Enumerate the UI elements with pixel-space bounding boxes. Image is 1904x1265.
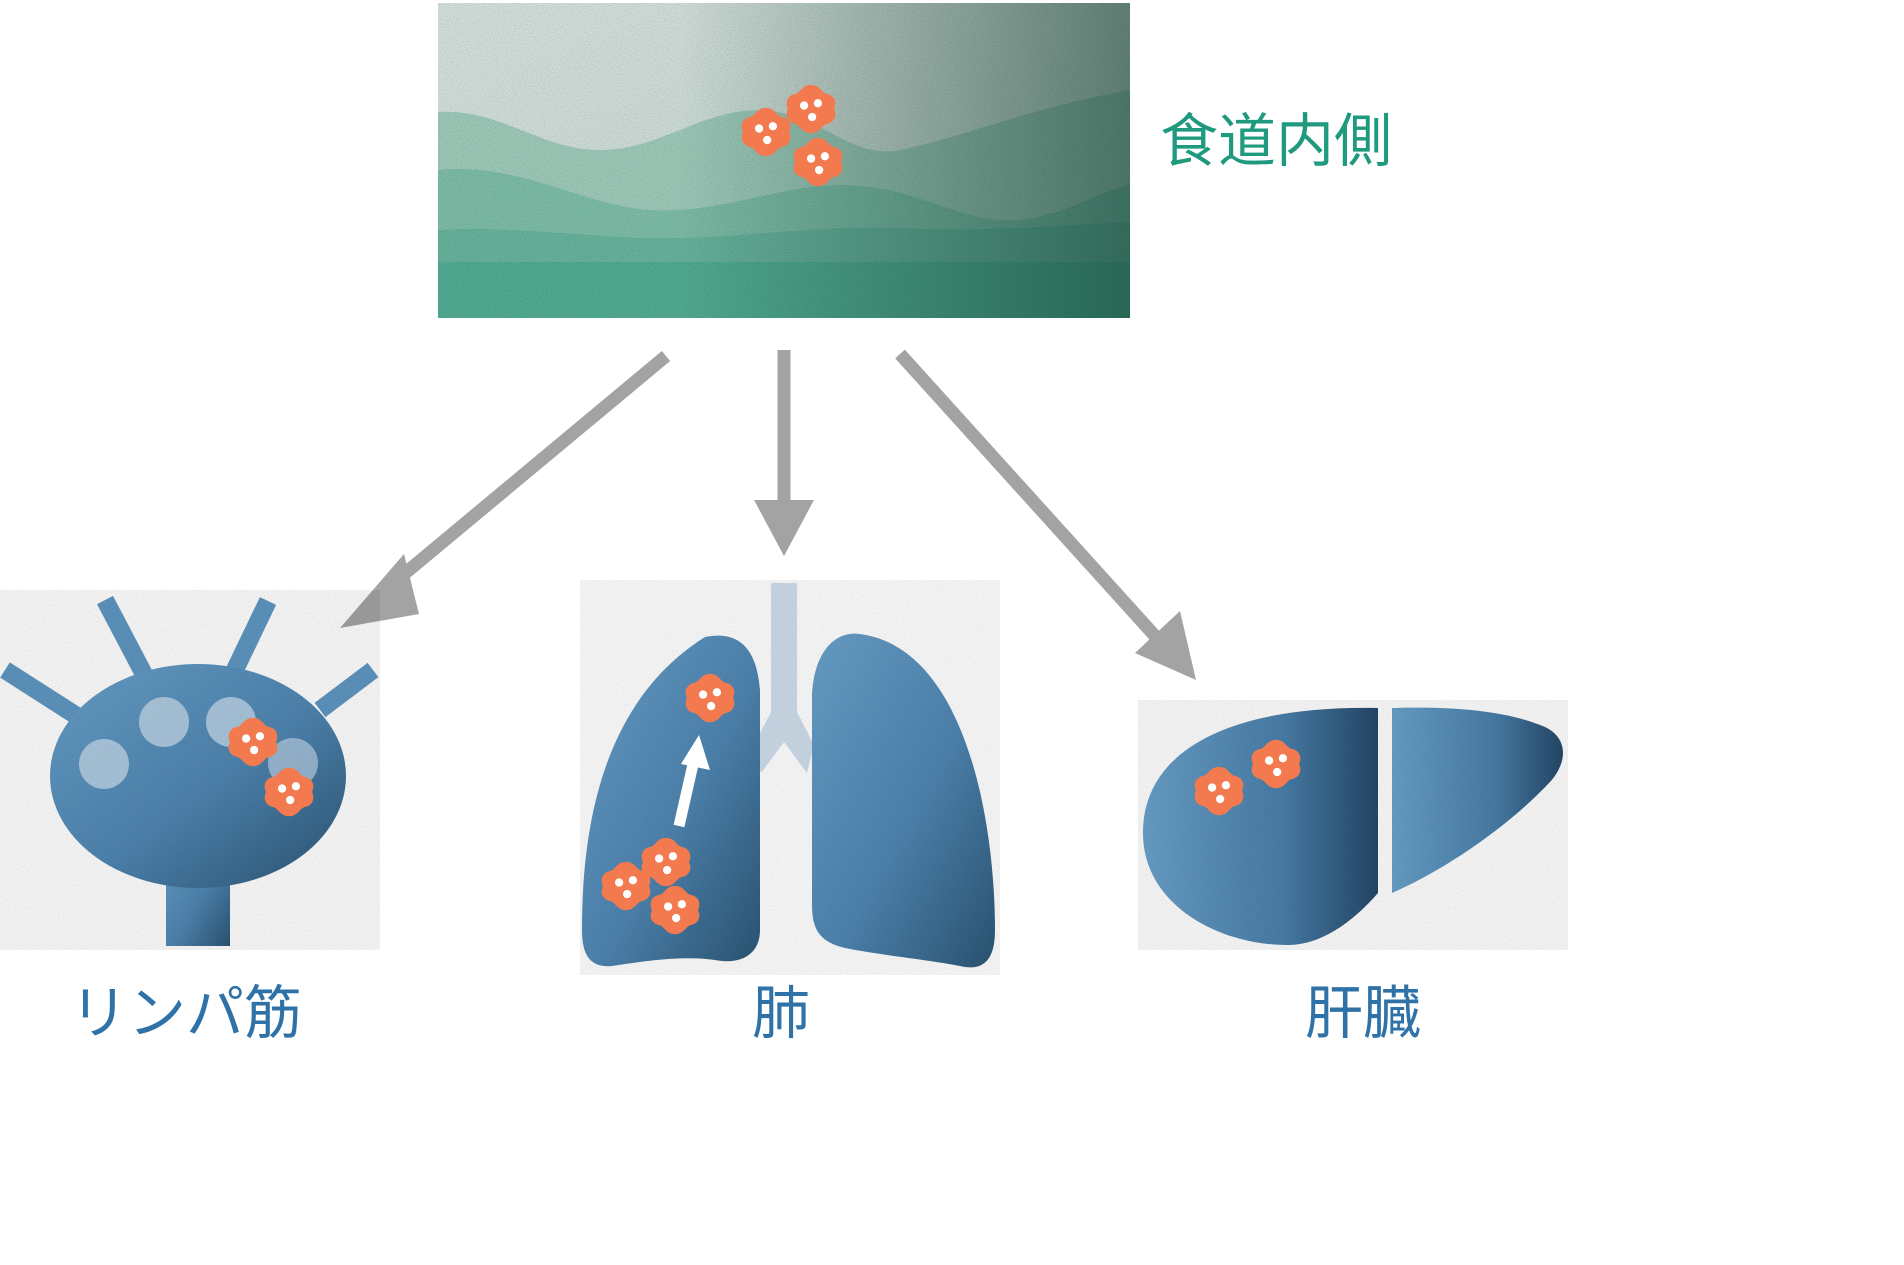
lung-organ [580,580,1000,975]
metastasis-diagram [0,3,1568,975]
lymph-organ [0,590,380,950]
esophagus-label: 食道内側 [1160,107,1393,175]
arrow-up-icon [673,735,710,828]
lung-label: 肺 [752,979,811,1047]
liver-organ [1138,700,1568,950]
arrow-down-icon [895,349,1196,680]
liver-label: 肝臓 [1305,979,1422,1047]
lymph-label: リンパ筋 [70,979,303,1047]
arrow-down-icon [754,350,814,556]
esophagus-lining-scene [438,3,1130,318]
